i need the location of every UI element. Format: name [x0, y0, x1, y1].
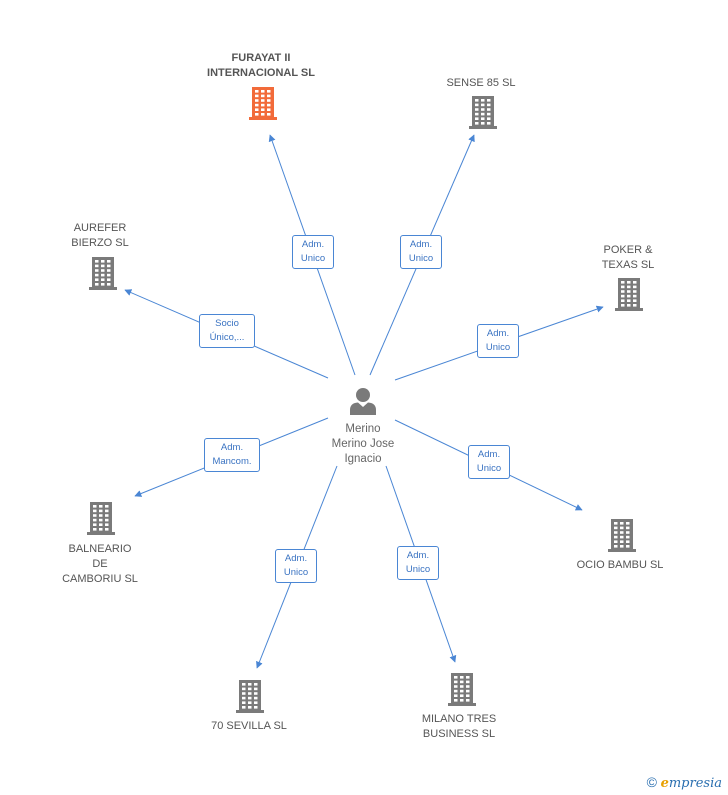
building-icon[interactable] [613, 277, 645, 316]
company-label-furayat[interactable]: FURAYAT II INTERNACIONAL SL [207, 51, 315, 81]
company-name-line: FURAYAT II [231, 52, 291, 64]
company-label-balneario[interactable]: BALNEARIO DE CAMBORIU SL [62, 542, 138, 587]
company-name-line: DE [92, 558, 108, 570]
company-label-ocio[interactable]: OCIO BAMBU SL [577, 558, 664, 573]
building-icon[interactable] [234, 679, 266, 718]
person-name-line: Merino [345, 423, 381, 435]
role-text: Adm. [477, 449, 501, 460]
company-name-line: BALNEARIO [68, 543, 132, 555]
company-name-line: 70 SEVILLA SL [211, 720, 287, 732]
person-name-line: Ignacio [344, 453, 382, 465]
building-icon[interactable] [606, 518, 638, 557]
company-name-line: SENSE 85 SL [446, 77, 516, 89]
building-icon[interactable] [467, 95, 499, 134]
building-icon[interactable] [247, 86, 279, 125]
role-text: Adm. [406, 550, 430, 561]
brand-watermark: © empresia [647, 774, 722, 791]
role-text: Unico [476, 463, 502, 474]
brand-name: mpresia [668, 776, 722, 791]
company-label-sevilla[interactable]: 70 SEVILLA SL [211, 719, 287, 734]
role-badge-poker[interactable]: Adm. Unico [477, 324, 519, 358]
company-name-line: OCIO BAMBU SL [576, 559, 664, 571]
role-badge-balneario[interactable]: Adm. Mancom. [204, 438, 260, 472]
role-text: Adm. [486, 328, 510, 339]
role-badge-ocio[interactable]: Adm. Unico [468, 445, 510, 479]
company-label-poker[interactable]: POKER & TEXAS SL [602, 243, 655, 273]
role-text: Unico [408, 253, 434, 264]
role-badge-furayat[interactable]: Adm. Unico [292, 235, 334, 269]
building-icon[interactable] [446, 672, 478, 711]
company-name-line: MILANO TRES [421, 713, 497, 725]
company-label-sense85[interactable]: SENSE 85 SL [446, 76, 515, 91]
company-name-line: POKER & [603, 244, 653, 256]
role-text: Unico [485, 342, 511, 353]
role-text: Adm. [220, 442, 244, 453]
role-text: Unico [300, 253, 326, 264]
role-text: Mancom. [212, 456, 252, 467]
company-label-milano[interactable]: MILANO TRES BUSINESS SL [422, 712, 496, 742]
company-label-aurefer[interactable]: AUREFER BIERZO SL [71, 221, 128, 251]
company-name-line: CAMBORIU SL [62, 573, 138, 585]
company-name-line: AUREFER [73, 222, 127, 234]
role-text: Único,... [209, 332, 245, 343]
copyright-symbol: © [646, 774, 657, 790]
person-name-line: Merino Jose [331, 438, 395, 450]
role-text: Socio [215, 318, 239, 329]
person-icon[interactable] [348, 387, 378, 420]
role-text: Unico [405, 564, 431, 575]
role-text: Adm. [284, 553, 308, 564]
role-text: Unico [283, 567, 309, 578]
brand-logo-e: e [660, 776, 669, 791]
company-name-line: BUSINESS SL [422, 728, 496, 740]
role-badge-sense85[interactable]: Adm. Unico [400, 235, 442, 269]
building-icon[interactable] [85, 501, 117, 540]
company-name-line: BIERZO SL [71, 237, 129, 249]
role-badge-milano[interactable]: Adm. Unico [397, 546, 439, 580]
role-text: Adm. [301, 239, 325, 250]
company-name-line: INTERNACIONAL SL [207, 67, 315, 79]
role-badge-sevilla[interactable]: Adm. Unico [275, 549, 317, 583]
role-text: Adm. [409, 239, 433, 250]
company-name-line: TEXAS SL [601, 259, 655, 271]
building-icon[interactable] [87, 256, 119, 295]
